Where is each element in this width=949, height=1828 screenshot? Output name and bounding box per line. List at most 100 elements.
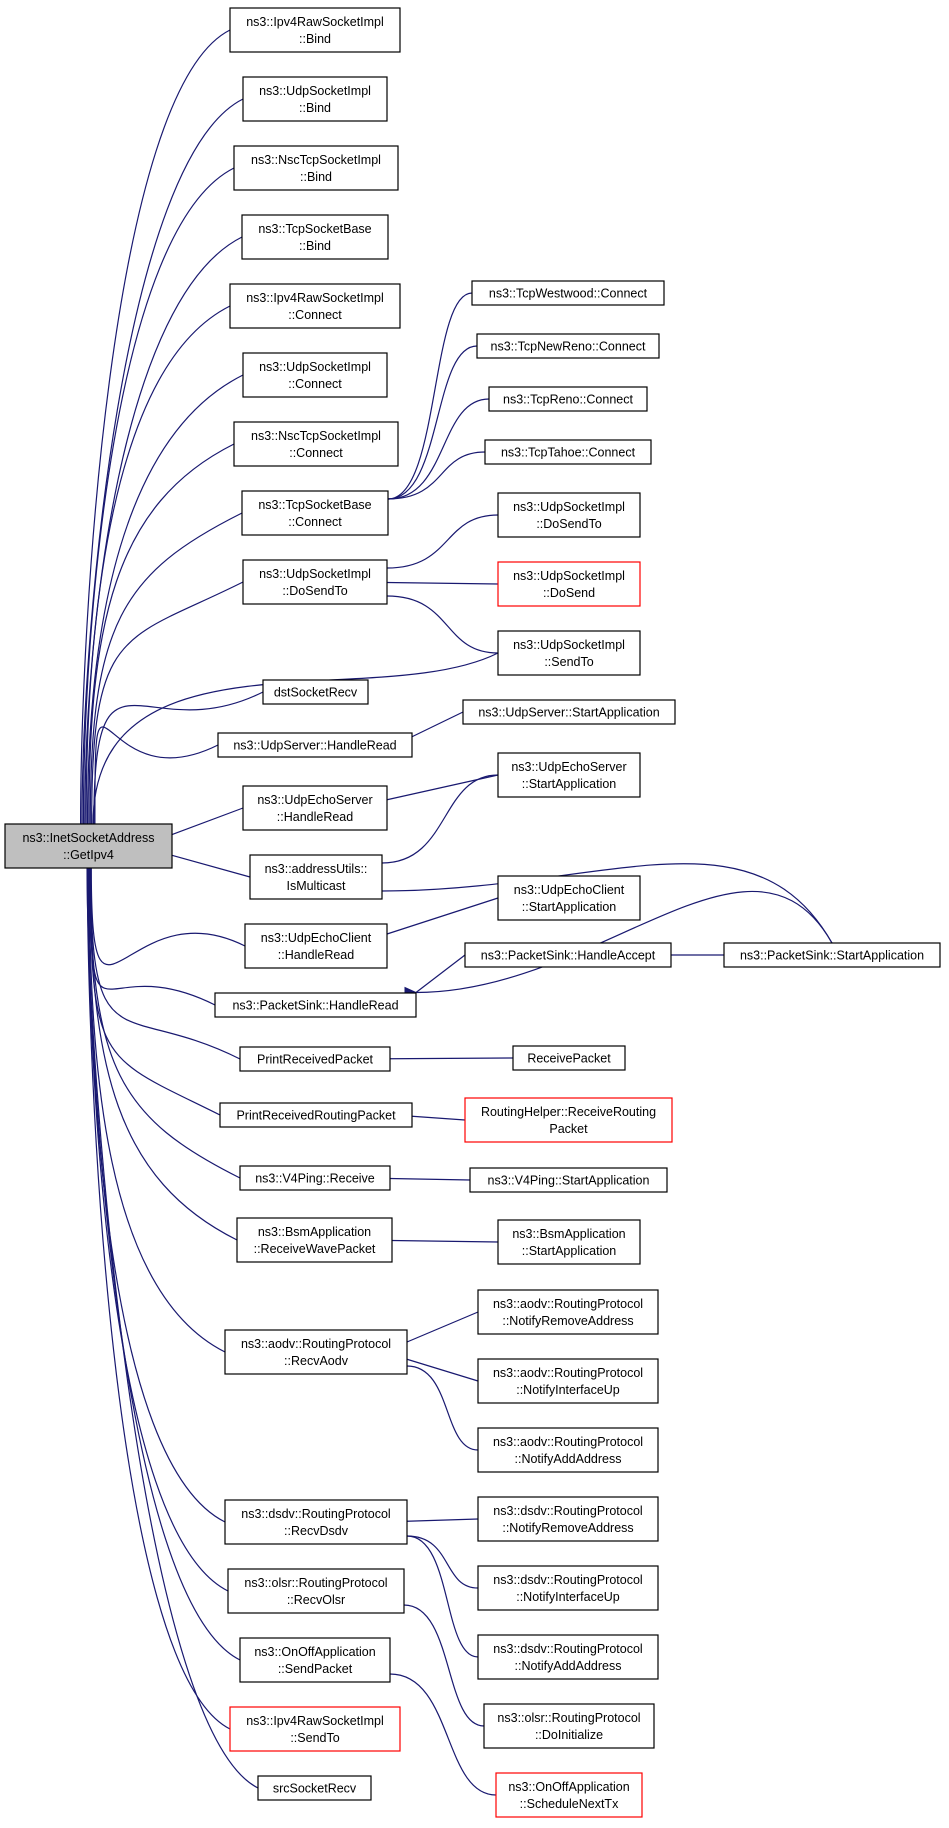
node-n19[interactable]: ns3::BsmApplication::ReceiveWavePacket — [236, 1217, 393, 1263]
node-label: ::StartApplication — [522, 900, 617, 914]
node-c19[interactable]: ns3::aodv::RoutingProtocol::NotifyAddAdd… — [477, 1427, 659, 1473]
node-root[interactable]: ns3::InetSocketAddress::GetIpv4 — [4, 823, 173, 869]
node-box — [497, 1219, 641, 1265]
node-label: ::Bind — [300, 170, 332, 184]
node-box — [464, 1097, 673, 1143]
node-n13[interactable]: ns3::addressUtils::IsMulticast — [249, 854, 383, 900]
node-box — [495, 1772, 643, 1818]
node-n14[interactable]: ns3::UdpEchoClient::HandleRead — [244, 923, 388, 969]
node-label: ::RecvDsdv — [284, 1524, 349, 1538]
node-n5[interactable]: ns3::Ipv4RawSocketImpl::Connect — [229, 283, 401, 329]
node-c5[interactable]: ns3::UdpSocketImpl::DoSendTo — [497, 492, 641, 538]
node-box — [477, 1565, 659, 1611]
edge-c15-to-n18 — [389, 1177, 471, 1181]
node-n2[interactable]: ns3::UdpSocketImpl::Bind — [242, 76, 388, 122]
node-label: ::NotifyAddAddress — [515, 1452, 622, 1466]
node-box — [229, 7, 401, 53]
node-n10[interactable]: dstSocketRecv — [262, 679, 369, 705]
node-label: ns3::addressUtils:: — [265, 862, 368, 876]
edge-c6-to-n9 — [386, 581, 499, 585]
node-n18[interactable]: ns3::V4Ping::Receive — [239, 1165, 391, 1191]
node-c23[interactable]: ns3::olsr::RoutingProtocol::DoInitialize — [483, 1703, 655, 1749]
edge-n10-to-root — [93, 691, 264, 825]
node-box — [488, 386, 648, 412]
node-n11[interactable]: ns3::UdpServer::HandleRead — [217, 732, 413, 758]
node-label: ::SendPacket — [278, 1662, 353, 1676]
node-label: ::HandleRead — [277, 810, 353, 824]
node-c9[interactable]: ns3::UdpEchoServer::StartApplication — [497, 752, 641, 798]
node-n4[interactable]: ns3::TcpSocketBase::Bind — [241, 214, 389, 260]
edge-c7-to-n9 — [386, 595, 499, 654]
node-box — [242, 352, 388, 398]
node-c2[interactable]: ns3::TcpNewReno::Connect — [476, 333, 660, 359]
node-n15[interactable]: ns3::PacketSink::HandleRead — [214, 992, 417, 1018]
node-box — [477, 1289, 659, 1335]
node-n25[interactable]: srcSocketRecv — [257, 1775, 372, 1801]
node-n23[interactable]: ns3::OnOffApplication::SendPacket — [239, 1637, 391, 1683]
node-label: ns3::olsr::RoutingProtocol — [497, 1711, 640, 1725]
node-n17[interactable]: PrintReceivedRoutingPacket — [219, 1102, 413, 1128]
node-label: ns3::Ipv4RawSocketImpl — [246, 291, 384, 305]
edge-n11-to-root — [94, 726, 219, 825]
node-label: ::DoSend — [543, 586, 595, 600]
node-label: dstSocketRecv — [274, 686, 358, 700]
node-box — [464, 942, 672, 968]
node-label: ns3::dsdv::RoutingProtocol — [493, 1642, 642, 1656]
node-c13[interactable]: ReceivePacket — [512, 1045, 626, 1071]
node-n1[interactable]: ns3::Ipv4RawSocketImpl::Bind — [229, 7, 401, 53]
node-label: srcSocketRecv — [273, 1782, 357, 1796]
node-c20[interactable]: ns3::dsdv::RoutingProtocol::NotifyRemove… — [477, 1496, 659, 1542]
edge-n13-to-root — [171, 854, 251, 878]
node-c3[interactable]: ns3::TcpReno::Connect — [488, 386, 648, 412]
edge-n15-to-root — [90, 867, 216, 1006]
node-n12[interactable]: ns3::UdpEchoServer::HandleRead — [242, 785, 388, 831]
edge-c22-to-n21 — [406, 1535, 479, 1658]
node-c16[interactable]: ns3::BsmApplication::StartApplication — [497, 1219, 641, 1265]
node-box — [462, 699, 676, 725]
node-box — [239, 1637, 391, 1683]
node-n16[interactable]: PrintReceivedPacket — [239, 1046, 391, 1072]
node-label: ::Connect — [288, 308, 342, 322]
edge-n2-to-root — [81, 98, 244, 825]
node-n22[interactable]: ns3::olsr::RoutingProtocol::RecvOlsr — [227, 1568, 405, 1614]
node-c15[interactable]: ns3::V4Ping::StartApplication — [469, 1167, 668, 1193]
node-c4[interactable]: ns3::TcpTahoe::Connect — [484, 439, 652, 465]
node-c11[interactable]: ns3::PacketSink::HandleAccept — [464, 942, 672, 968]
node-n6[interactable]: ns3::UdpSocketImpl::Connect — [242, 352, 388, 398]
node-n9[interactable]: ns3::UdpSocketImpl::DoSendTo — [242, 559, 388, 605]
node-n21[interactable]: ns3::dsdv::RoutingProtocol::RecvDsdv — [224, 1499, 408, 1545]
edge-c9-to-n12 — [386, 774, 499, 801]
node-c8[interactable]: ns3::UdpServer::StartApplication — [462, 699, 676, 725]
node-c1[interactable]: ns3::TcpWestwood::Connect — [471, 280, 665, 306]
node-box — [469, 1167, 668, 1193]
node-label: ns3::TcpTahoe::Connect — [501, 446, 636, 460]
node-c17[interactable]: ns3::aodv::RoutingProtocol::NotifyRemove… — [477, 1289, 659, 1335]
node-n3[interactable]: ns3::NscTcpSocketImpl::Bind — [233, 145, 399, 191]
edge-c11-to-n15 — [415, 954, 466, 993]
node-c21[interactable]: ns3::dsdv::RoutingProtocol::NotifyInterf… — [477, 1565, 659, 1611]
node-label: ::NotifyInterfaceUp — [516, 1590, 620, 1604]
node-c12[interactable]: ns3::PacketSink::StartApplication — [723, 942, 941, 968]
node-label: ReceivePacket — [527, 1052, 611, 1066]
node-label: ns3::UdpServer::StartApplication — [478, 706, 659, 720]
node-label: ns3::PacketSink::HandleAccept — [481, 949, 656, 963]
node-box — [477, 1634, 659, 1680]
node-c22[interactable]: ns3::dsdv::RoutingProtocol::NotifyAddAdd… — [477, 1634, 659, 1680]
node-n24[interactable]: ns3::Ipv4RawSocketImpl::SendTo — [229, 1706, 401, 1752]
node-label: ::NotifyRemoveAddress — [502, 1521, 633, 1535]
edge-c12-to-n13 — [381, 863, 833, 944]
node-box — [497, 630, 641, 676]
node-c6[interactable]: ns3::UdpSocketImpl::DoSend — [497, 561, 641, 607]
node-c10[interactable]: ns3::UdpEchoClient::StartApplication — [497, 875, 641, 921]
edge-c8-to-n11 — [411, 711, 464, 738]
node-n8[interactable]: ns3::TcpSocketBase::Connect — [241, 490, 389, 536]
node-label: ::StartApplication — [522, 777, 617, 791]
node-n20[interactable]: ns3::aodv::RoutingProtocol::RecvAodv — [224, 1329, 408, 1375]
node-c24[interactable]: ns3::OnOffApplication::ScheduleNextTx — [495, 1772, 643, 1818]
node-n7[interactable]: ns3::NscTcpSocketImpl::Connect — [233, 421, 399, 467]
node-box — [497, 875, 641, 921]
node-label: ns3::BsmApplication — [258, 1225, 371, 1239]
node-c7[interactable]: ns3::UdpSocketImpl::SendTo — [497, 630, 641, 676]
node-c18[interactable]: ns3::aodv::RoutingProtocol::NotifyInterf… — [477, 1358, 659, 1404]
